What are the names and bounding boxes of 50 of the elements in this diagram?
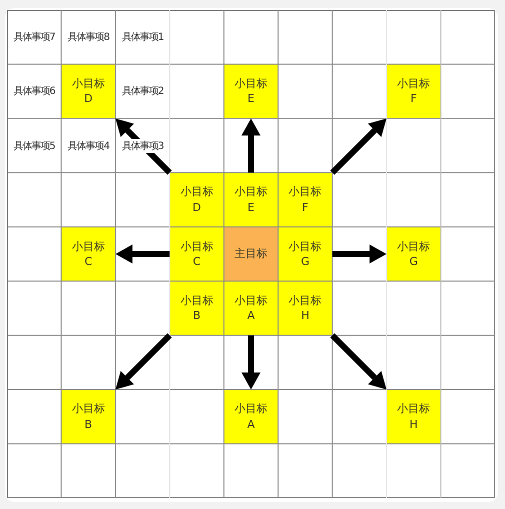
subgoal-text: 小目标F [396,76,432,107]
arrow [113,116,172,175]
subgoal-text: 小目标G [288,238,323,270]
main-goal-text: 主目标 [234,246,268,262]
task-text: 具体事项3 [120,138,164,153]
subgoal-text: 小目标D [179,184,214,216]
subgoal-tile [386,64,441,118]
task-text: 具体事项8 [66,30,110,44]
subgoal-tile [61,226,116,282]
arrow [242,335,260,390]
arrow [330,333,389,392]
subgoal-tile [224,281,278,336]
subgoal-tile [386,226,441,282]
subgoal-text: 小目标A [233,401,268,432]
subgoal-tile [278,226,332,282]
subgoal-text: 小目标H [396,401,432,432]
subgoal-text: 小目标B [70,401,106,432]
arrow [115,244,170,264]
subgoal-text: 小目标A [233,292,268,324]
arrow [332,244,387,264]
subgoal-tile [224,172,278,227]
subgoal-text: 小目标B [179,292,214,324]
subgoal-tile [224,390,278,444]
task-text: 具体事项4 [66,138,110,153]
subgoal-text: 小目标E [233,184,268,216]
subgoal-tile [170,281,224,336]
subgoal-text: 小目标F [288,184,323,216]
subgoal-tile [278,172,332,227]
subgoal-tile [224,64,278,118]
subgoal-text: 小目标G [396,238,432,270]
subgoal-tile [61,64,116,118]
task-text: 具体事项1 [120,30,164,44]
task-text: 具体事项6 [12,84,56,98]
subgoal-text: 小目标E [233,76,268,107]
arrow [113,333,172,392]
subgoal-text: 小目标D [70,76,106,107]
arrow [330,116,389,175]
task-text: 具体事项2 [120,84,164,98]
subgoal-tile [61,390,116,444]
subgoal-text: 小目标H [288,292,323,324]
task-text: 具体事项5 [12,138,56,153]
main-goal-tile [224,226,278,282]
subgoal-text: 小目标C [179,238,214,270]
subgoal-tile [386,390,441,444]
subgoal-tile [170,226,224,282]
arrow [242,118,260,173]
subgoal-text: 小目标C [70,238,106,270]
task-text: 具体事项7 [12,30,56,44]
subgoal-tile [278,281,332,336]
subgoal-tile [170,172,224,227]
